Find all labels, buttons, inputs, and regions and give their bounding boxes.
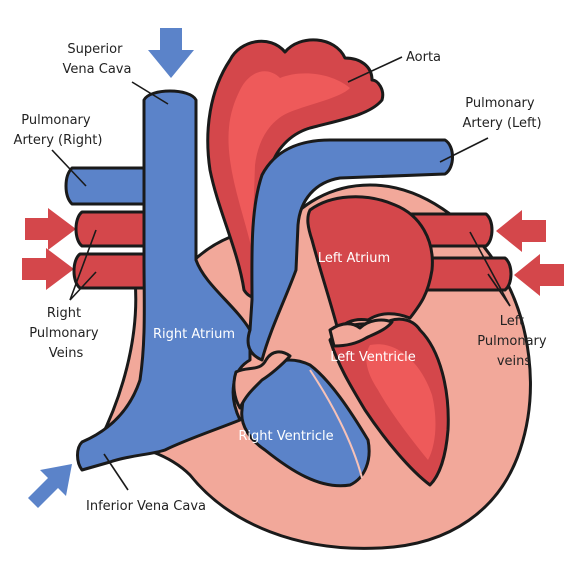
- label-inferior-vena-cava: Inferior Vena Cava: [86, 499, 206, 514]
- right-upper-vein-arrow: [25, 208, 76, 250]
- left-lower-vein-arrow: [514, 254, 564, 296]
- label-pulmonary-artery-right: Pulmonary Artery (Right): [14, 113, 103, 148]
- left-atrium-chamber: [306, 195, 434, 332]
- leader-pa-left: [439, 137, 489, 163]
- leader-svc: [131, 81, 169, 105]
- leader-ivc: [103, 453, 129, 491]
- right-pulmonary-vein-upper: [74, 210, 152, 248]
- aorta-highlight: [228, 71, 350, 250]
- label-left-ventricle: Left Ventricle: [330, 350, 416, 365]
- pulmonary-artery-right-branch: [64, 166, 152, 206]
- label-aorta: Aorta: [406, 50, 441, 65]
- leader-right-vein-lower: [69, 271, 97, 301]
- label-superior-vena-cava: Superior Vena Cava: [63, 42, 132, 77]
- right-lower-vein-arrow: [22, 248, 74, 290]
- left-ventricle-highlight: [366, 344, 436, 460]
- right-pulmonary-vein-lower: [72, 252, 152, 290]
- leader-left-vein-upper: [469, 231, 511, 307]
- label-right-atrium: Right Atrium: [153, 327, 235, 342]
- leader-right-vein-upper: [69, 229, 97, 301]
- leader-pa-right: [51, 149, 87, 187]
- label-left-pulmonary-veins: Left Pulmonary veins: [477, 314, 550, 369]
- mitral-valve: [328, 318, 394, 348]
- label-left-atrium: Left Atrium: [318, 251, 390, 266]
- label-right-ventricle: Right Ventricle: [238, 429, 333, 444]
- leader-aorta: [347, 56, 403, 83]
- pulmonary-trunk: [246, 138, 454, 362]
- leader-left-vein-lower: [487, 273, 511, 307]
- septum-line: [309, 369, 363, 479]
- left-upper-vein-arrow: [496, 210, 546, 252]
- label-right-pulmonary-veins: Right Pulmonary Veins: [29, 306, 102, 361]
- right-ventricle-chamber: [240, 358, 371, 488]
- superior-vena-cava: [76, 89, 252, 472]
- ivc-inflow-arrow: [28, 464, 72, 508]
- svc-inflow-arrow: [148, 28, 194, 78]
- tricuspid-valve: [232, 350, 292, 410]
- label-pulmonary-artery-left: Pulmonary Artery (Left): [462, 96, 541, 131]
